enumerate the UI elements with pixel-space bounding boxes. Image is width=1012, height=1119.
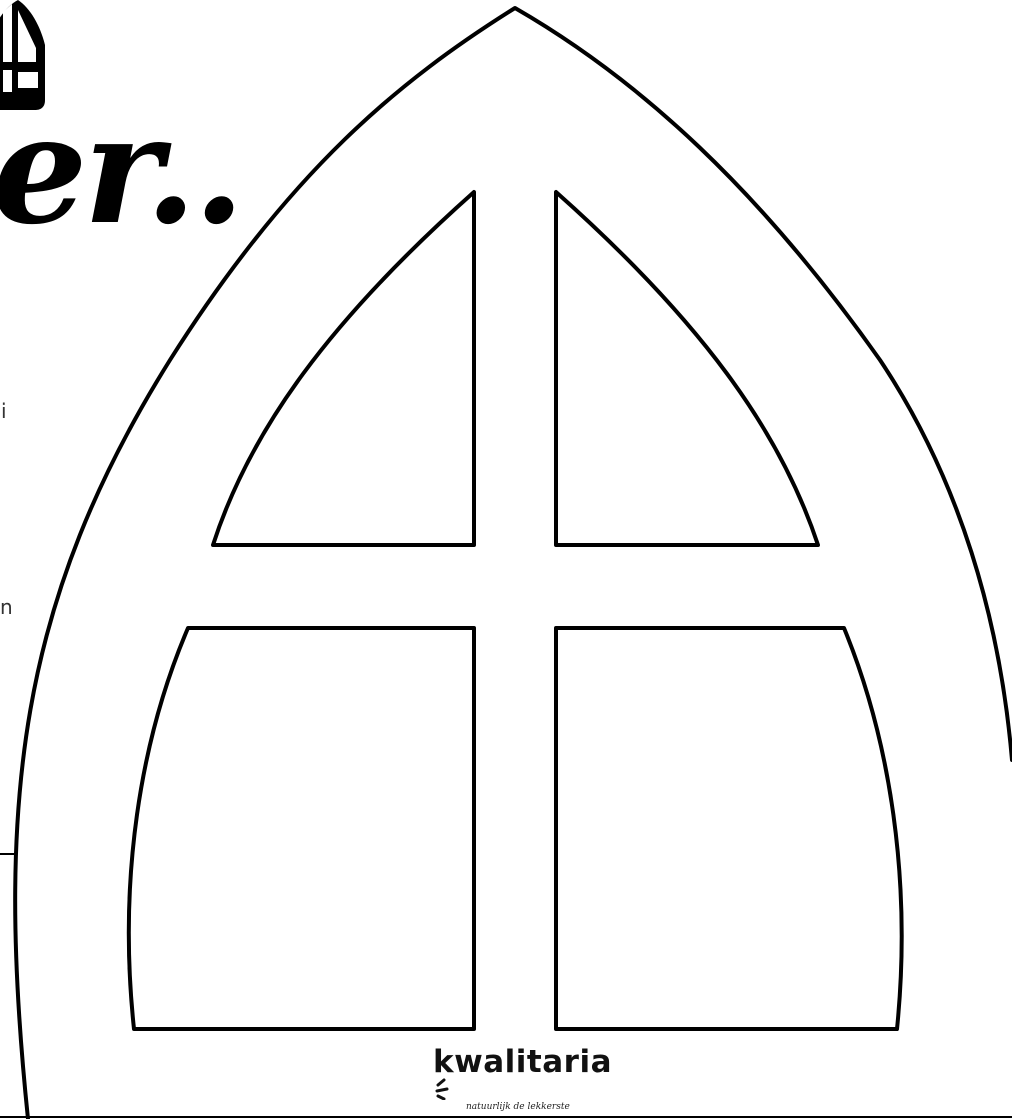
window-outer-arch <box>13 6 1012 1119</box>
window-pane-upper-right <box>554 190 820 547</box>
brand-tagline: natuurlijk de lekkerste <box>466 1102 570 1112</box>
side-text-fragment: n <box>0 595 13 619</box>
window-pane-upper-left <box>211 190 476 547</box>
headline-fragment: er.. <box>0 82 245 258</box>
brand-logo: kwalitaria natuurlijk de lekkerste <box>433 1047 613 1112</box>
spark-icon <box>435 1078 449 1100</box>
window-pane-lower-left <box>126 626 476 1031</box>
brand-wordmark: kwalitaria <box>433 1044 612 1080</box>
window-pane-lower-right <box>554 626 904 1031</box>
mitre-icon <box>0 0 45 110</box>
side-text-fragment: i <box>1 399 7 423</box>
